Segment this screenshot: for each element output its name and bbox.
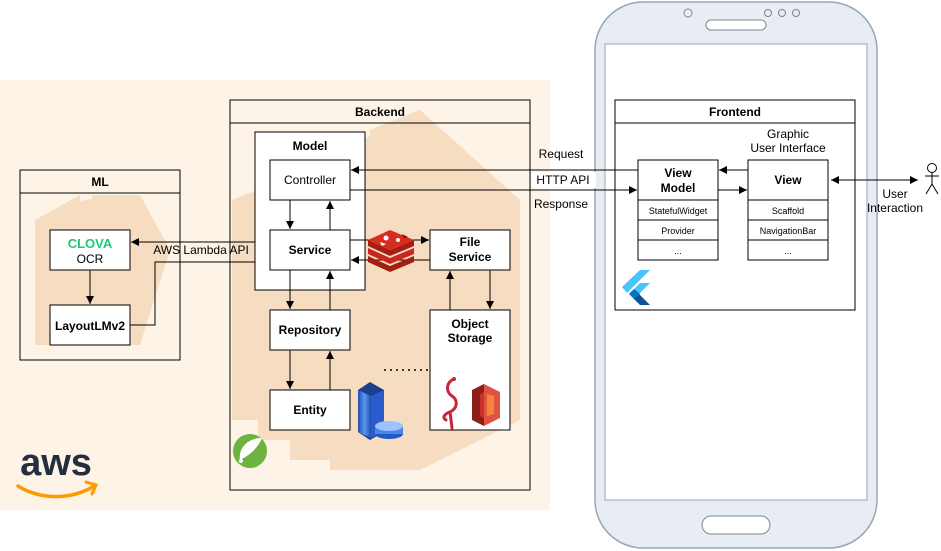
phone-camera-icon (683, 8, 693, 18)
user-actor-icon (925, 163, 939, 195)
view-item: NavigationBar (760, 226, 817, 236)
aws-wordmark: aws (20, 442, 92, 484)
object-storage-label: Object (451, 317, 488, 331)
view-item: ... (784, 246, 792, 256)
controller-box: Controller (269, 159, 351, 201)
flutter-icon (622, 270, 650, 305)
response-label: Response (534, 197, 588, 211)
frontend-title: Frontend (709, 105, 761, 119)
layoutlm-label: LayoutLMv2 (55, 319, 125, 333)
phone-speaker-icon (705, 19, 767, 31)
entity-label: Entity (293, 403, 327, 417)
repository-box: Repository (269, 309, 351, 351)
view-model-item: ... (674, 246, 682, 256)
view-model-title: View (664, 166, 692, 180)
view-item: Scaffold (772, 206, 804, 216)
user-interaction-label: Interaction (867, 201, 923, 215)
gui-label: Graphic (767, 127, 809, 141)
s3-bucket-icon (472, 384, 500, 426)
database-server-icon (358, 382, 403, 440)
aws-lambda-label: AWS Lambda API (153, 243, 249, 257)
spring-icon (233, 434, 267, 468)
flamingo-storage-icon (442, 377, 458, 430)
phone-home-button (701, 515, 771, 535)
service-label: Service (289, 243, 332, 257)
redis-icon (368, 230, 414, 272)
backend-container: Backend (229, 99, 531, 491)
http-api-label-bg (532, 172, 596, 188)
file-service-box: File Service (429, 229, 511, 271)
layoutlm-box: LayoutLMv2 (49, 304, 131, 346)
backend-title: Backend (355, 105, 405, 119)
service-box: Service (269, 229, 351, 271)
clova-ocr-box: CLOVA OCR (49, 229, 131, 271)
model-title: Model (293, 139, 328, 153)
view-model-item: Provider (661, 226, 695, 236)
phone-sensor-icon (792, 9, 800, 17)
phone-sensor-icon (764, 9, 772, 17)
ml-title: ML (91, 175, 108, 189)
view-model-box: View Model StatefulWidget Provider ... (637, 159, 719, 261)
view-title: View (774, 173, 802, 187)
clova-ocr-label: OCR (77, 252, 104, 266)
ml-container: ML (19, 169, 181, 361)
http-api-label: HTTP API (536, 173, 589, 187)
view-box: View Scaffold NavigationBar ... (747, 159, 829, 261)
view-model-item: StatefulWidget (649, 206, 708, 216)
file-service-label: Service (449, 250, 492, 264)
object-storage-box: Object Storage (429, 309, 511, 431)
object-storage-label: Storage (448, 331, 493, 345)
phone-sensor-icon (778, 9, 786, 17)
clova-logo: CLOVA (68, 236, 113, 251)
aws-logo: aws (16, 442, 99, 499)
entity-box: Entity (269, 389, 351, 431)
user-interaction-label: User (882, 187, 907, 201)
file-service-label: File (460, 235, 481, 249)
request-label: Request (539, 147, 584, 161)
gui-label: User Interface (750, 141, 826, 155)
layoutlm-to-service-arrow (130, 258, 268, 326)
repository-label: Repository (279, 323, 342, 337)
view-model-title: Model (661, 181, 696, 195)
controller-label: Controller (284, 173, 336, 187)
